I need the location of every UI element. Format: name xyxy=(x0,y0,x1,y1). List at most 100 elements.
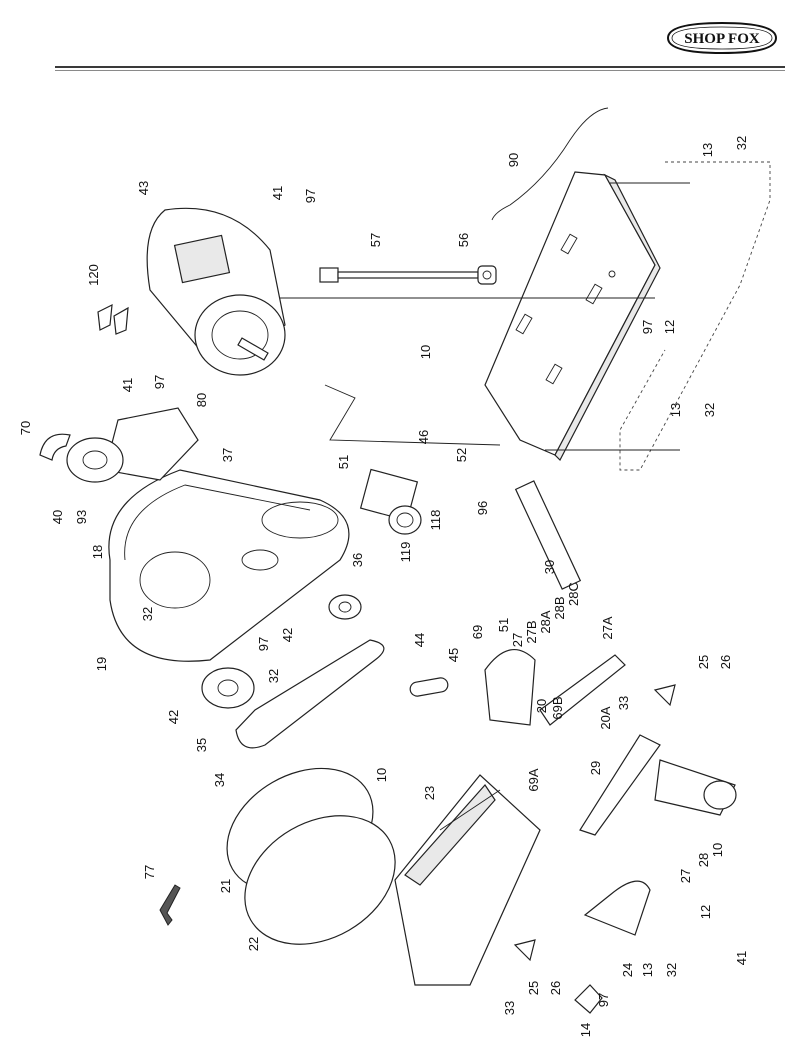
hex-wrench xyxy=(159,884,181,926)
part-callout: 69B xyxy=(550,696,565,719)
part-callout: 32 xyxy=(266,669,281,683)
part-callout: 90 xyxy=(506,153,521,167)
part-callout: 28B xyxy=(552,596,567,619)
bearing-housing xyxy=(359,468,422,535)
part-callout: 41 xyxy=(734,951,749,965)
part-callout: 120 xyxy=(86,264,101,286)
part-callout: 20 xyxy=(534,699,549,713)
part-callout: 27A xyxy=(600,616,615,639)
part-callout: 10 xyxy=(418,345,433,359)
part-callout: 77 xyxy=(142,865,157,879)
part-callout: 27 xyxy=(510,633,525,647)
part-callout: 44 xyxy=(412,633,427,647)
part-callout: 56 xyxy=(456,233,471,247)
angle-bracket xyxy=(653,684,676,707)
part-callout: 69 xyxy=(470,625,485,639)
power-cable xyxy=(491,107,609,221)
belt-guard xyxy=(108,469,350,662)
part-callout: 80 xyxy=(194,393,209,407)
part-callout: 28A xyxy=(538,610,553,633)
part-callout: 25 xyxy=(526,981,541,995)
callout-labels: 90 13 32 43 41 97 57 56 120 97 12 10 41 97 80 13 32 70 46 3… xyxy=(18,136,749,1037)
part-callout: 69A xyxy=(526,768,541,791)
part-callout: 13 xyxy=(668,403,683,417)
hinge-bolt xyxy=(319,265,497,285)
guard-bracket xyxy=(39,407,199,483)
part-callout: 37 xyxy=(220,448,235,462)
part-callout: 97 xyxy=(596,993,611,1007)
motor xyxy=(146,207,286,376)
part-callout: 10 xyxy=(374,768,389,782)
part-callout: 13 xyxy=(640,963,655,977)
part-callout: 28C xyxy=(566,582,581,606)
part-callout: 18 xyxy=(90,545,105,559)
lock-knob xyxy=(574,984,603,1014)
part-callout: 45 xyxy=(446,648,461,662)
part-callout: 27B xyxy=(524,620,539,643)
angle-bracket xyxy=(513,939,536,962)
part-callout: 42 xyxy=(166,710,181,724)
part-callout: 10 xyxy=(710,843,725,857)
shop-fox-logo: SHOP FOX xyxy=(666,21,778,55)
logo-text: SHOP FOX xyxy=(684,31,760,47)
part-callout: 93 xyxy=(74,510,89,524)
part-callout: 32 xyxy=(140,607,155,621)
part-callout: 70 xyxy=(18,421,33,435)
part-callout: 96 xyxy=(475,501,490,515)
part-callout: 41 xyxy=(120,378,135,392)
part-callout: 22 xyxy=(246,937,261,951)
part-callout: 97 xyxy=(152,375,167,389)
part-callout: 12 xyxy=(662,320,677,334)
part-callout: 19 xyxy=(94,657,109,671)
pulleys xyxy=(201,594,385,749)
mounting-outline xyxy=(619,161,771,471)
part-callout: 20A xyxy=(598,706,613,729)
part-callout: 30 xyxy=(542,560,557,574)
part-callout: 57 xyxy=(368,233,383,247)
sanding-disc xyxy=(226,767,396,945)
part-callout: 33 xyxy=(616,696,631,710)
part-callout: 25 xyxy=(696,655,711,669)
part-callout: 41 xyxy=(270,186,285,200)
part-callout: 14 xyxy=(578,1023,593,1037)
base-plate xyxy=(484,171,661,462)
part-callout: 97 xyxy=(256,637,271,651)
part-callout: 51 xyxy=(496,618,511,632)
part-callout: 32 xyxy=(664,963,679,977)
part-callout: 97 xyxy=(303,189,318,203)
part-callout: 42 xyxy=(280,628,295,642)
part-callout: 21 xyxy=(218,879,233,893)
part-callout: 32 xyxy=(702,403,717,417)
header-rule-thin xyxy=(55,70,785,71)
part-callout: 97 xyxy=(640,320,655,334)
part-callout: 28 xyxy=(696,853,711,867)
part-callout: 51 xyxy=(336,455,351,469)
part-callout: 27 xyxy=(678,869,693,883)
part-callout: 35 xyxy=(194,738,209,752)
part-callout: 33 xyxy=(502,1001,517,1015)
shaft xyxy=(514,480,582,590)
part-callout: 24 xyxy=(620,963,635,977)
part-callout: 23 xyxy=(422,786,437,800)
table-support-arm xyxy=(579,734,737,936)
wire-connectors xyxy=(97,303,129,335)
table xyxy=(394,774,541,986)
part-callout: 29 xyxy=(588,761,603,775)
assembly-leader xyxy=(324,384,501,446)
part-callout: 26 xyxy=(718,655,733,669)
part-callout: 46 xyxy=(416,430,431,444)
tilt-scale xyxy=(484,649,626,726)
part-callout: 43 xyxy=(136,181,151,195)
part-callout: 13 xyxy=(700,143,715,157)
part-callout: 118 xyxy=(428,510,443,531)
part-callout: 36 xyxy=(350,553,365,567)
header-rule xyxy=(55,66,785,68)
part-callout: 12 xyxy=(698,905,713,919)
part-callout: 40 xyxy=(50,510,65,524)
part-callout: 119 xyxy=(398,542,413,563)
part-callout: 32 xyxy=(734,136,749,150)
knob xyxy=(409,677,449,697)
part-callout: 52 xyxy=(454,448,469,462)
part-callout: 34 xyxy=(212,773,227,787)
